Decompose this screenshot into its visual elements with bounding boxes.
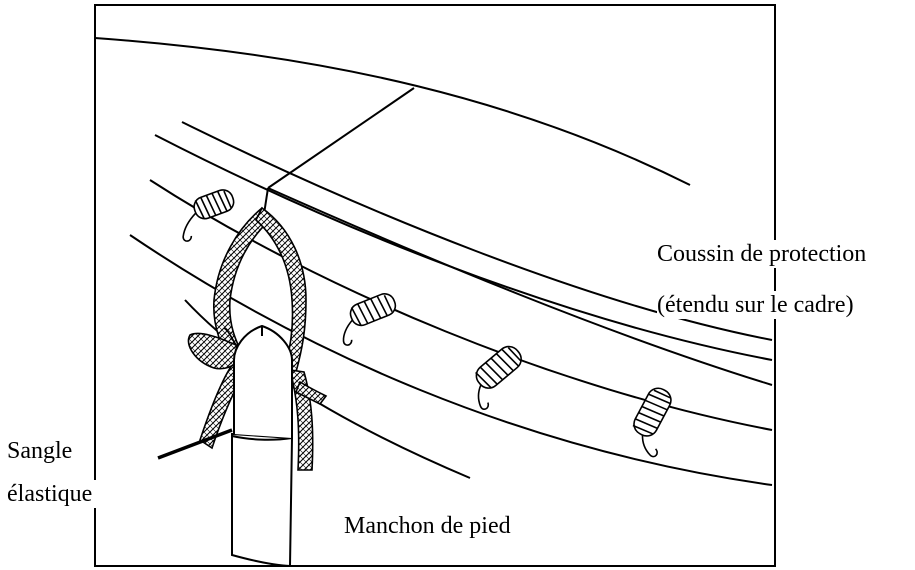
spring-icon [342,293,397,346]
cushion-label-line2: (étendu sur le cadre) [657,291,854,319]
spring-icon [475,345,522,410]
cushion-edge-line [181,121,773,341]
cushion-seam [267,87,415,189]
frame-rail-upper [149,179,773,431]
figure-frame [94,4,776,567]
strap-bow-fold [223,327,237,346]
strap-label-line2: élastique [7,480,97,508]
pole-upper [233,324,293,438]
protective-cushion [94,37,773,386]
foot-sleeve [231,432,294,568]
strap-tail-short [294,380,328,406]
cushion-lower-edge [267,187,773,386]
strap-leader-line [157,428,233,460]
cushion-outer-edge [94,37,691,186]
frame-rail-lower [129,234,773,486]
strap-bow [187,332,239,370]
strap-label-line1: Sangle [7,437,77,465]
spring-icon [182,189,235,242]
sleeve-label: Manchon de pied [340,512,515,540]
spring-icon [632,387,672,458]
sleeve-top-edge [231,435,293,441]
springs [182,189,672,458]
cushion-label-line1: Coussin de protection [657,240,867,268]
pole-icon [231,324,294,568]
